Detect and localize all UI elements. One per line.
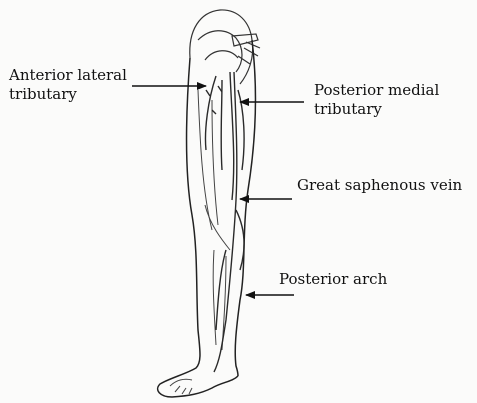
label-anterior-lateral-tributary: Anterior lateral tributary [9,66,127,104]
pelvis-drape [190,10,260,84]
label-line-2: tributary [314,100,439,119]
label-line-1: Anterior lateral [9,66,127,85]
label-line-2: tributary [9,85,127,104]
label-posterior-arch: Posterior arch [279,270,387,289]
leg-outline [158,40,256,397]
label-great-saphenous-vein: Great saphenous vein [297,176,462,195]
label-posterior-medial-tributary: Posterior medial tributary [314,81,439,119]
label-line-1: Posterior medial [314,81,439,100]
label-arrows [132,86,304,295]
